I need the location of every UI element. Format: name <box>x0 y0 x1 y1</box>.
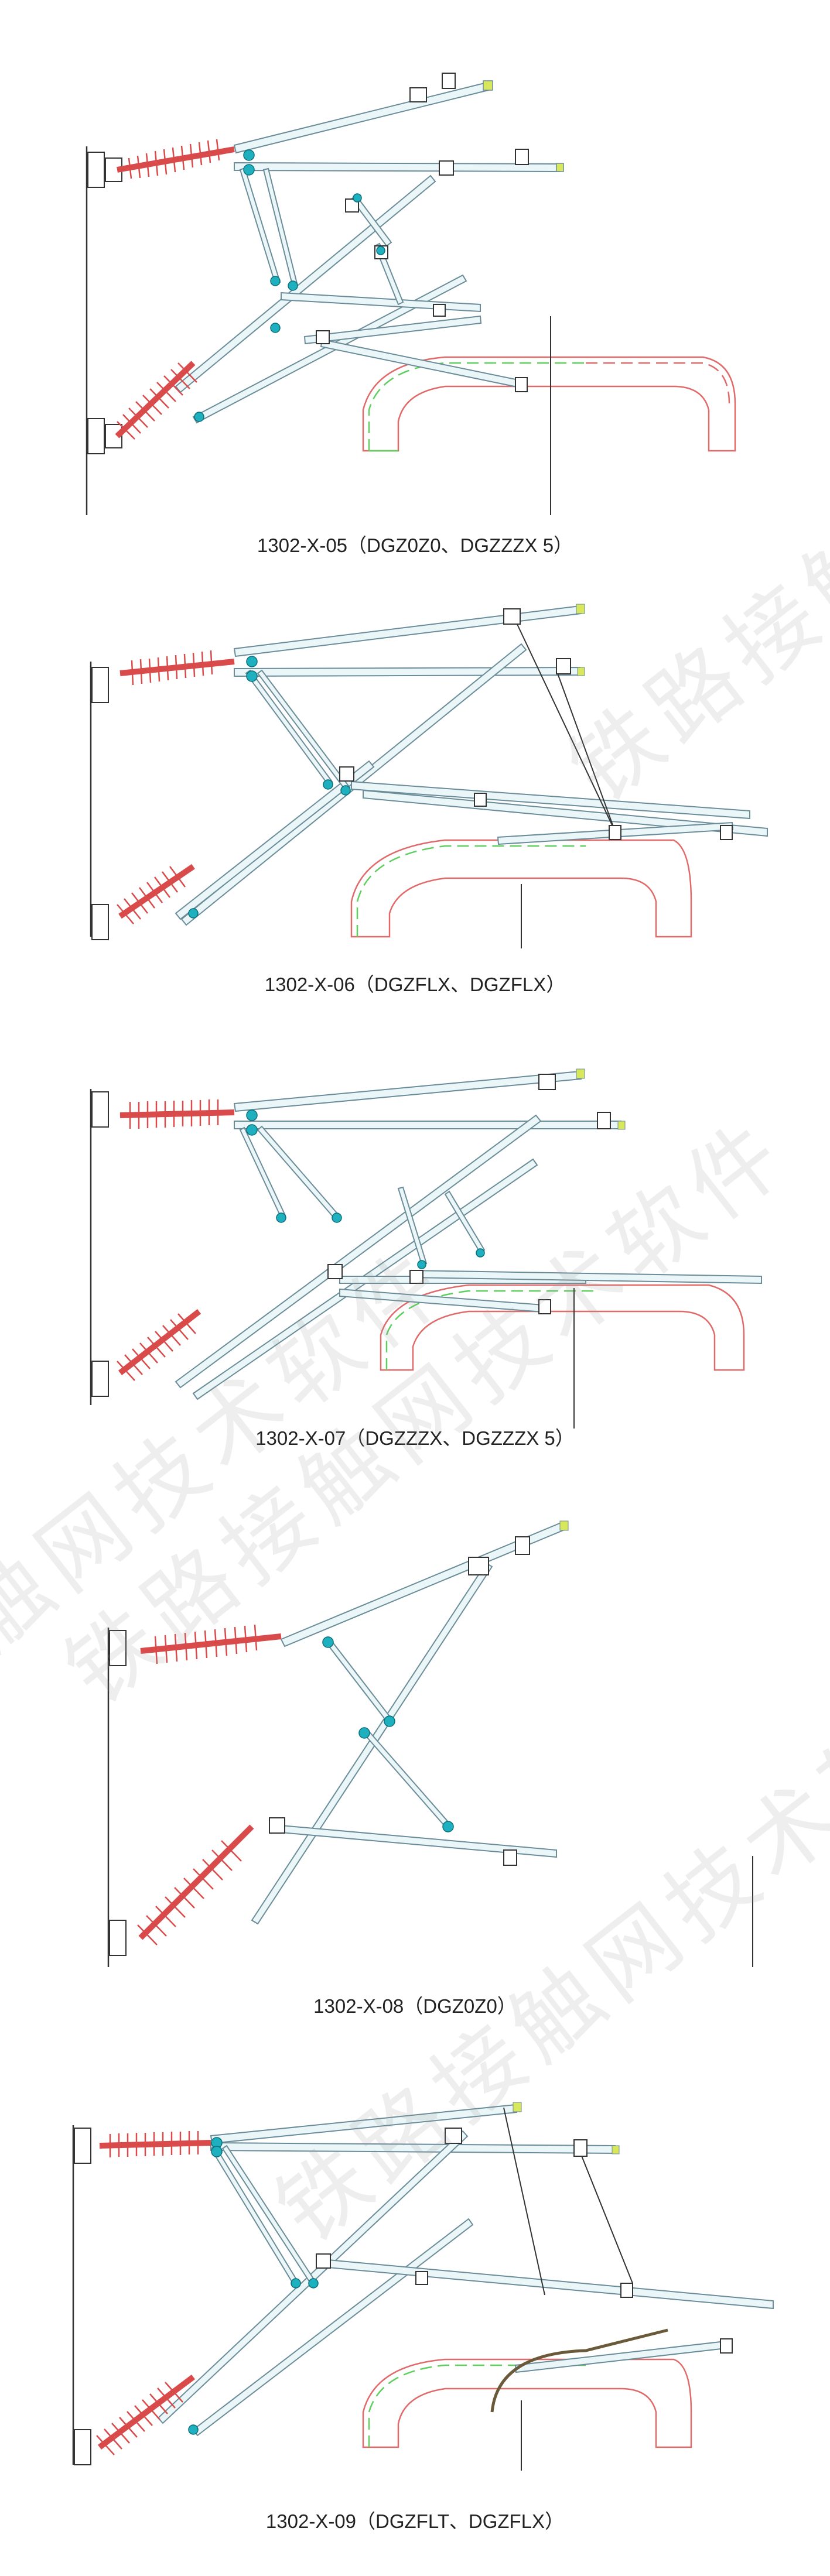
clamp <box>188 2137 319 2435</box>
tube-end-cap <box>559 1520 569 1531</box>
support-tube <box>210 2145 298 2284</box>
diagram-caption: 1302-X-08（DGZ0Z0） <box>313 1995 517 2017</box>
insulator <box>137 1624 282 1945</box>
support-tube <box>239 167 281 285</box>
cantilever-tubes <box>175 1070 762 1400</box>
support-tube <box>262 167 299 288</box>
diagram-caption: 1302-X-05（DGZ0Z0、DGZZZX 5） <box>257 535 573 556</box>
steady-arm-tube <box>363 789 768 837</box>
support-tube <box>362 1728 450 1828</box>
steady-arm-tube <box>303 315 482 345</box>
steady-arm-tube <box>339 1288 551 1314</box>
dropper-wire <box>515 620 616 832</box>
clamp <box>194 149 385 422</box>
diagram-1302-x-05: 1302-X-05（DGZ0Z0、DGZZZX 5） <box>0 0 830 574</box>
mast-bracket <box>87 152 122 454</box>
cantilever-tubes <box>175 81 560 424</box>
support-tube <box>397 1186 428 1266</box>
lower-diagonal-tube <box>192 2218 474 2437</box>
diagram-caption: 1302-X-07（DGZZZX、DGZZZX 5） <box>255 1427 575 1449</box>
diagram-caption: 1302-X-06（DGZFLX、DGZFLX） <box>264 974 566 995</box>
diagram-1302-x-06: 1302-X-06（DGZFLX、DGZFLX） <box>0 574 830 1019</box>
horizontal-tube <box>234 666 580 677</box>
pantograph-envelope <box>362 356 736 452</box>
cantilever-tubes <box>175 605 768 926</box>
diagram-1302-x-08: 1302-X-08（DGZ0Z0） <box>0 1475 830 2026</box>
support-tube <box>327 1640 392 1722</box>
lower-diagonal-tube <box>175 760 375 920</box>
tube-end-cap <box>513 2102 620 2154</box>
tube-end-cap <box>576 1068 626 1130</box>
cantilever-drawing <box>90 1068 762 1429</box>
diagonal-tube <box>175 1114 542 1389</box>
steady-arm-tube <box>281 292 481 313</box>
dropper-wire <box>490 2107 668 2413</box>
top-tube <box>233 1070 582 1112</box>
support-tube <box>245 669 333 786</box>
mast-bracket <box>91 1091 109 1397</box>
insulator <box>117 1099 235 1381</box>
tube-end-cap <box>483 80 564 172</box>
mast-bracket <box>74 2128 91 2465</box>
mast-bracket <box>109 1630 127 1956</box>
clamp <box>188 656 351 919</box>
clamp <box>322 1636 454 1832</box>
clamp <box>246 1109 485 1269</box>
diagram-1302-x-07: 1302-X-07（DGZZZX、DGZZZX 5） <box>0 1019 830 1475</box>
support-tube <box>444 1190 486 1254</box>
pantograph-envelope <box>350 839 692 938</box>
tube-end-cap <box>576 604 585 676</box>
diagram-1302-x-09: 1302-X-09（DGZFLT、DGZFLX） <box>0 2026 830 2576</box>
top-tube <box>233 81 492 154</box>
diagram-caption: 1302-X-09（DGZFLT、DGZFLX） <box>265 2510 565 2532</box>
insulator <box>117 650 235 924</box>
horizontal-tube <box>234 1121 621 1129</box>
horizontal-tube <box>234 162 560 173</box>
fitting <box>316 73 529 392</box>
support-tube <box>221 2145 316 2284</box>
steady-arm-tube <box>351 780 750 820</box>
insulator <box>96 2131 211 2455</box>
cantilever-tubes <box>157 2104 774 2437</box>
support-tube <box>257 1125 339 1219</box>
fitting <box>339 608 733 840</box>
mast-bracket <box>91 667 109 940</box>
top-tube <box>210 2104 518 2145</box>
fitting <box>269 1536 530 1866</box>
fitting <box>316 2128 733 2354</box>
pantograph-envelope <box>362 2358 692 2448</box>
fitting <box>327 1074 611 1314</box>
cantilever-tubes <box>251 1521 567 1925</box>
support-tube <box>239 1126 286 1219</box>
horizontal-tube <box>210 2142 616 2154</box>
cantilever-drawing <box>107 1520 753 1967</box>
support-tube <box>257 669 351 792</box>
cantilever-drawing <box>72 2102 774 2471</box>
insulator <box>115 139 235 440</box>
cantilever-drawing <box>90 604 768 948</box>
cantilever-drawing <box>86 73 736 515</box>
